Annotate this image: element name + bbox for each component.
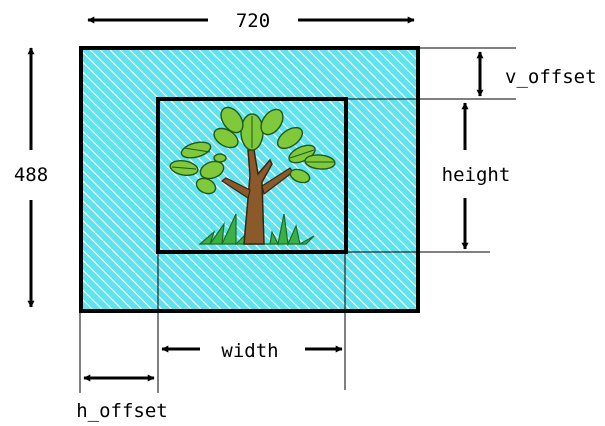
label-height: height [442,164,511,186]
label-width: width [221,340,278,362]
leaf-veins [171,116,334,170]
tree-icon [169,106,336,247]
label-720: 720 [236,10,270,32]
label-v-offset: v_offset [505,66,597,88]
trunk [243,149,273,245]
label-488: 488 [14,164,48,186]
extension-lines [79,47,516,393]
grass [198,213,315,247]
leaves [169,106,336,195]
label-h-offset: h_offset [76,400,168,422]
